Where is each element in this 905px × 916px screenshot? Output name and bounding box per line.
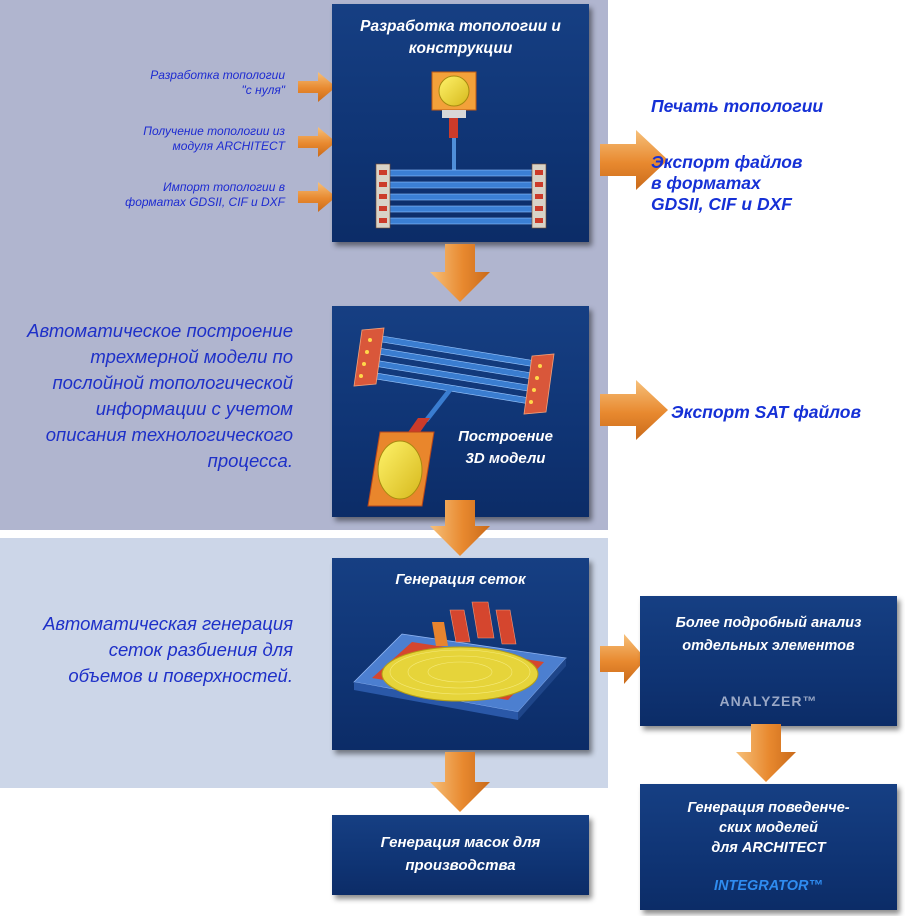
down-arrow-icon (430, 244, 490, 302)
down-arrow-icon (430, 752, 490, 812)
analyzer-product-name: ANALYZER™ (719, 693, 818, 709)
output-arrow-icon (600, 130, 668, 190)
model-3d-title: Построение 3D модели (458, 428, 553, 467)
mesh-generation-title: Генерация сеток (395, 571, 526, 588)
export-files-label: Экспорт файлов в форматах GDSII, CIF и D… (651, 152, 803, 214)
masks-generation-box: Генерация масок для производства (332, 815, 589, 895)
analysis-box: Более подробный анализ отдельных элемент… (640, 596, 897, 726)
model-3d-box: Построение 3D модели (332, 306, 589, 517)
input-note-architect: Получение топологии из модуля ARCHITECT (143, 124, 285, 153)
behavior-models-box: Генерация поведенче- ских моделей для AR… (640, 784, 897, 910)
input-arrow-icon (298, 127, 336, 157)
design-topology-box: Разработка топологии и конструкции (332, 4, 589, 242)
input-arrow-icon (298, 72, 336, 102)
masks-generation-title: Генерация масок для производства (380, 834, 541, 874)
down-arrow-icon (430, 500, 490, 556)
model-3d-description: Автоматическое построение трехмерной мод… (27, 320, 293, 471)
down-arrow-icon (736, 724, 796, 782)
analysis-title: Более подробный анализ отдельных элемент… (675, 615, 862, 654)
integrator-product-name: INTEGRATOR™ (713, 878, 824, 894)
model-3d-illustration-icon (353, 327, 555, 507)
behavior-models-title: Генерация поведенче- ских моделей для AR… (687, 800, 850, 856)
input-note-scratch: Разработка топологии "с нуля" (150, 68, 285, 97)
input-arrow-icon (298, 182, 336, 212)
mesh-illustration-icon (353, 601, 567, 720)
layout-illustration-icon (375, 71, 547, 229)
design-topology-title: Разработка топологии и конструкции (360, 18, 561, 57)
output-arrow-icon (600, 634, 646, 684)
input-note-import: Импорт топологии в форматах GDSII, CIF и… (125, 180, 285, 209)
output-arrow-icon (600, 380, 668, 440)
mesh-description: Автоматическая генерация сеток разбиения… (43, 613, 293, 686)
export-sat-label: Экспорт SAT файлов (671, 402, 862, 422)
mesh-generation-box: Генерация сеток (332, 558, 589, 750)
print-topology-label: Печать топологии (651, 96, 824, 116)
